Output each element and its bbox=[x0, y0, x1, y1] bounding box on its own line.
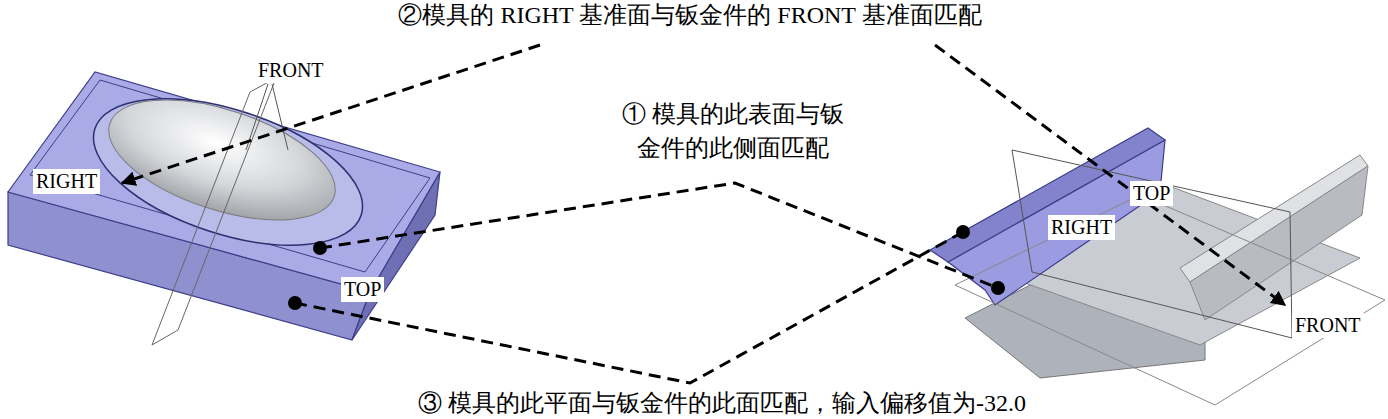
leader-dot bbox=[991, 281, 1005, 295]
front-datum-plane bbox=[152, 78, 276, 345]
leader-dot bbox=[956, 225, 970, 239]
instruction-note: ① 模具的此表面与钣 金件的此侧面匹配 bbox=[578, 98, 888, 165]
datum-name: RIGHT bbox=[1048, 215, 1115, 240]
part-rail-side bbox=[1190, 166, 1368, 320]
datum-name: FRONT bbox=[255, 58, 327, 83]
leader-dot bbox=[288, 296, 302, 310]
instruction-note: ②模具的 RIGHT 基准面与钣金件的 FRONT 基准面匹配 bbox=[398, 0, 981, 30]
die-dome bbox=[94, 76, 349, 244]
leader-line bbox=[320, 183, 998, 288]
leader-line bbox=[122, 45, 540, 183]
datum-name: TOP bbox=[341, 277, 384, 302]
datum-name: RIGHT bbox=[33, 169, 100, 194]
die-top-face bbox=[8, 72, 440, 292]
instruction-note: ③ 模具的此平面与钣金件的此面匹配，输入偏移值为-32.0 bbox=[418, 388, 1026, 418]
right-datum-plane bbox=[1012, 150, 1292, 338]
datum-name: FRONT bbox=[1292, 313, 1364, 338]
leader-line bbox=[272, 84, 288, 150]
leader-line bbox=[295, 232, 963, 383]
datum-name: TOP bbox=[1130, 181, 1173, 206]
leader-line bbox=[935, 45, 1285, 305]
top-datum-plane bbox=[955, 195, 1385, 405]
leader-dot bbox=[313, 241, 327, 255]
die-recess bbox=[76, 70, 381, 274]
